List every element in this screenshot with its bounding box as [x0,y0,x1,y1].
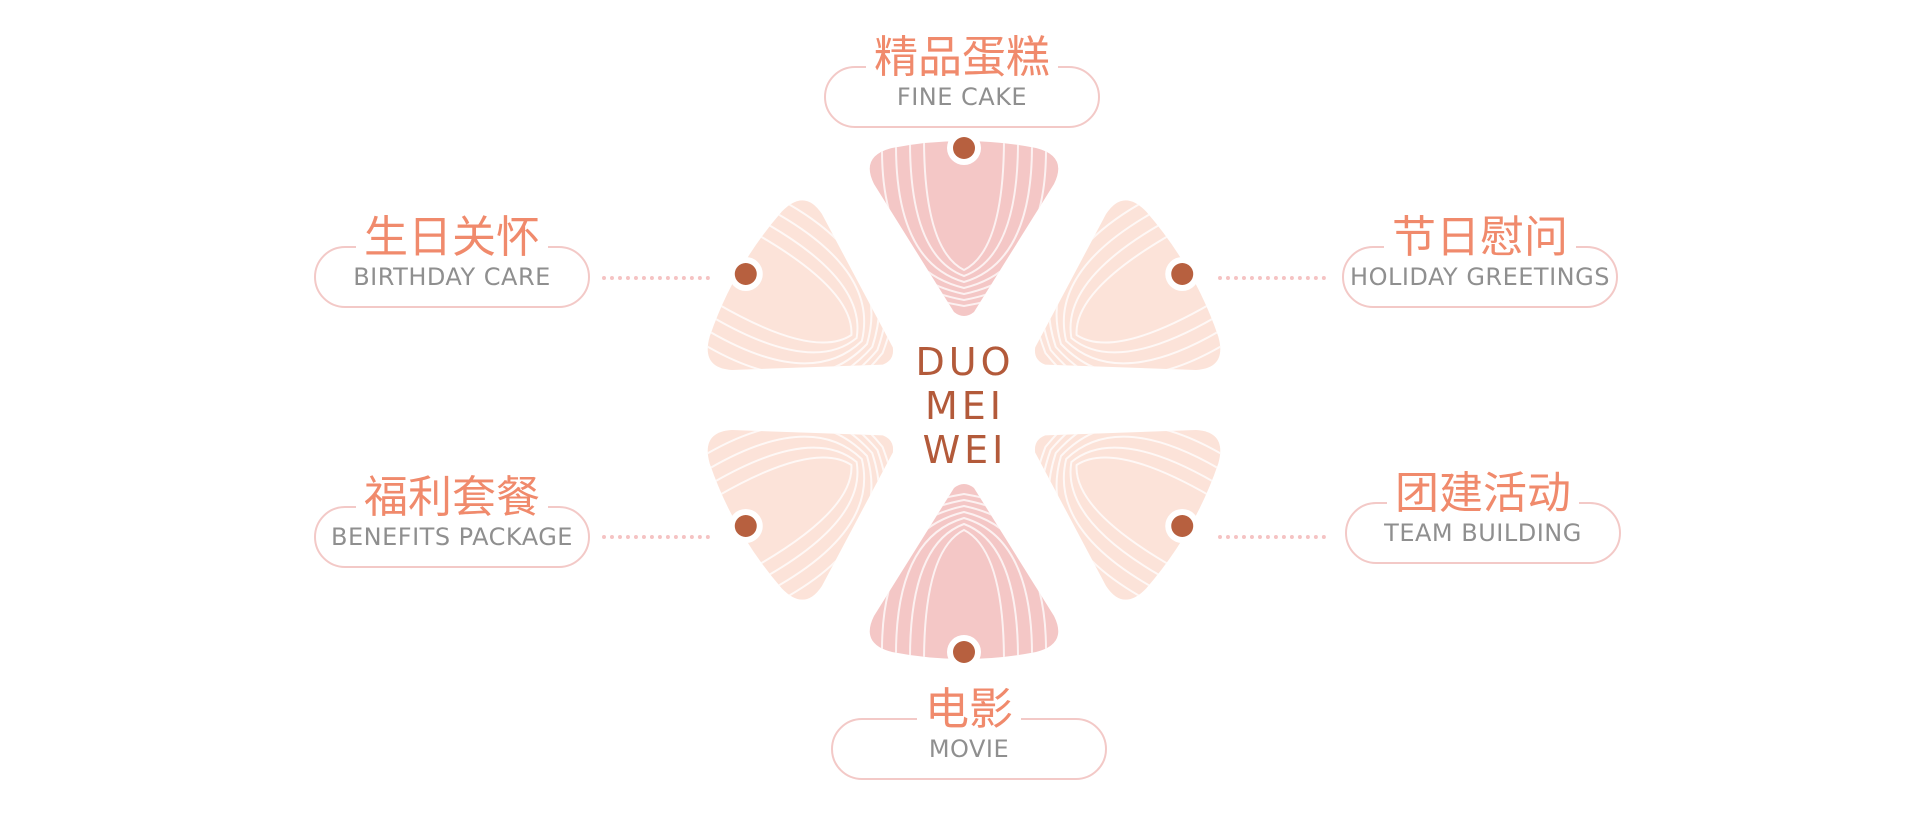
card-title-en: MOVIE [928,735,1010,763]
petal-shape [707,430,894,600]
petal-arc [923,141,1005,272]
petal-movie [869,484,1059,659]
petal-arc [709,213,866,365]
node-team-building [1171,515,1194,537]
card-title-zh: 生日关怀 [356,210,548,266]
petal-arc [909,522,1019,659]
card-title-en: FINE CAKE [896,83,1028,111]
brand-line-1: DUO [915,340,1015,384]
petal-arc [909,141,1019,278]
card-team-building: 团建活动 TEAM BUILDING [1345,466,1621,564]
card-title-zh: 精品蛋糕 [866,30,1058,86]
card-title-zh: 电影 [917,682,1021,738]
card-title-en: BENEFITS PACKAGE [331,523,573,551]
node-holiday-greetings [1171,263,1194,285]
card-title-zh: 团建活动 [1387,466,1579,522]
brand-wordmark: DUO MEI WEI [900,340,1030,472]
petal-arc [1075,456,1212,567]
petal-arc [1062,435,1219,587]
card-title-en: BIRTHDAY CARE [353,263,551,291]
card-movie: 电影 MOVIE [831,682,1107,780]
node-benefits-package [734,515,757,537]
node-birthday-care [734,263,757,285]
petal-arc [869,492,1059,639]
connector-holiday-greetings [1218,276,1326,280]
petal-arc [869,498,1059,643]
node-movie [953,641,975,663]
connector-team-building [1218,535,1326,539]
card-benefits-package: 福利套餐 BENEFITS PACKAGE [314,470,590,568]
card-holiday-greetings: 节日慰问 HOLIDAY GREETINGS [1342,210,1618,308]
petal-arc [1069,446,1215,577]
card-title-zh: 福利套餐 [356,470,548,526]
petal-arc [1069,223,1215,354]
petal-arc [709,435,866,587]
petal-arc [923,528,1005,659]
card-title-en: HOLIDAY GREETINGS [1350,263,1610,291]
petal-arc [869,161,1059,308]
petal-shape [1034,200,1221,370]
petal-arc [895,145,1033,284]
petal-arc [895,516,1033,655]
petal-shape [707,200,894,370]
petal-arc [716,456,853,567]
petal-arc [1062,213,1219,365]
petal-shape [869,141,1059,316]
petal-arc [1075,233,1212,344]
petal-arc [869,157,1059,302]
connector-birthday-care [602,276,710,280]
brand-line-3: WEI [922,428,1008,472]
node-fine-cake [953,137,975,159]
connector-benefits-package [602,535,710,539]
card-fine-cake: 精品蛋糕 FINE CAKE [824,30,1100,128]
card-title-en: TEAM BUILDING [1384,519,1582,547]
card-title-zh: 节日慰问 [1384,210,1576,266]
card-birthday-care: 生日关怀 BIRTHDAY CARE [314,210,590,308]
brand-line-2: MEI [924,384,1005,428]
petal-arc [713,446,859,577]
petal-shape [1034,430,1221,600]
petal-shape [869,484,1059,659]
petal-arc [716,233,853,344]
petal-arc [713,223,859,354]
